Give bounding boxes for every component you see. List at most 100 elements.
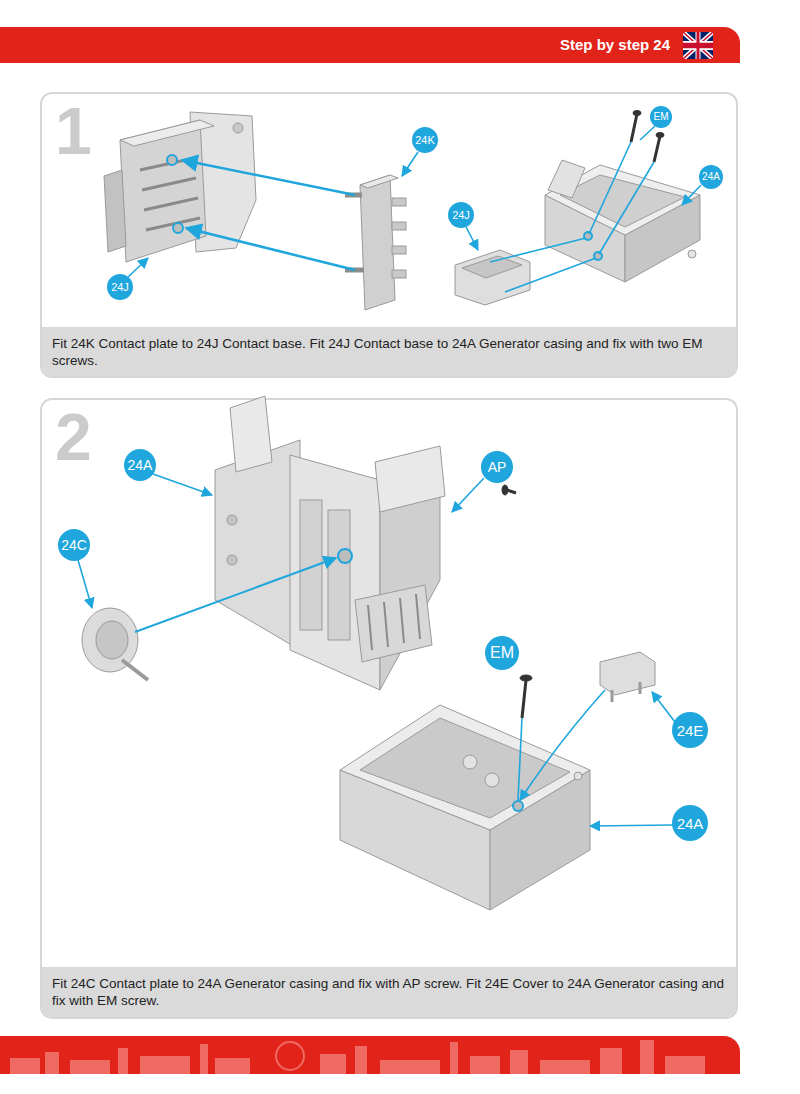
caption-text: Fit 24C Contact plate to 24A Generator c…: [52, 975, 726, 1009]
skyline: [640, 1040, 654, 1074]
skyline: [276, 1042, 304, 1070]
contact-plate-part: [392, 270, 406, 278]
leader-line: [78, 126, 701, 826]
skyline: [540, 1060, 590, 1074]
skyline: [0, 1036, 740, 1074]
callout-label: 24J: [448, 202, 474, 228]
callout-label: 24A: [124, 449, 156, 481]
uk-flag: [683, 32, 713, 59]
generator-casing-part: [230, 396, 272, 472]
callout-label: 24A: [672, 805, 708, 841]
callout-text: 24K: [415, 135, 435, 146]
generator-casing-part: [463, 755, 477, 769]
contact-plate-part: [360, 175, 395, 310]
callout-label: EM: [485, 636, 519, 670]
skyline: [470, 1056, 500, 1074]
skyline: [118, 1048, 128, 1074]
callout-text: EM: [490, 645, 514, 661]
skyline: [10, 1040, 705, 1074]
generator-casing-part: [227, 555, 237, 565]
contact-base-part: [167, 155, 177, 165]
leader-line: [452, 478, 484, 512]
callout-text: 24J: [111, 282, 129, 293]
contact-plate-part: [392, 222, 406, 230]
leader-line: [589, 142, 631, 234]
leader-line: [78, 560, 92, 608]
generator-casing-part: [215, 440, 300, 650]
screw: [502, 485, 532, 718]
cover-part: [600, 652, 655, 695]
skyline: [510, 1050, 528, 1074]
generator-casing-part: [513, 801, 523, 811]
leader-line: [135, 558, 336, 632]
generator-casing-part: [340, 705, 590, 910]
callout-label: 24E: [672, 712, 708, 748]
callout-text: 24J: [452, 210, 470, 221]
contact-base-small: [455, 250, 530, 305]
generator-casing-part: [215, 396, 445, 690]
caption-text: Fit 24K Contact plate to 24J Contact bas…: [52, 335, 726, 369]
leader-line: [490, 238, 586, 262]
leader-line: [186, 228, 355, 270]
skyline: [600, 1048, 622, 1074]
callout-label: 24C: [58, 529, 90, 561]
leader-line: [520, 690, 605, 800]
skyline: [200, 1044, 208, 1074]
skyline: [665, 1056, 705, 1074]
callout-text: 24A: [702, 172, 720, 182]
contact-plate-part: [122, 660, 148, 680]
generator-casing-part: [360, 718, 570, 818]
generator-casing-part: [548, 160, 585, 198]
caption-band: Fit 24C Contact plate to 24A Generator c…: [42, 967, 736, 1017]
uk-flag: [683, 32, 713, 59]
contact-plate-part: [360, 175, 398, 188]
skyline: [320, 1054, 346, 1074]
screw: [631, 114, 637, 142]
skyline: [45, 1052, 59, 1074]
leader-line: [590, 825, 673, 826]
screw: [522, 680, 526, 718]
generator-casing-part: [545, 160, 700, 282]
callout-text: 24E: [677, 723, 704, 738]
contact-base-part: [233, 123, 243, 133]
contact-base-small: [455, 250, 530, 305]
screw: [502, 485, 508, 495]
page-title: Step by step 24: [560, 36, 670, 54]
footer-band: [0, 1036, 740, 1074]
generator-casing-part: [485, 773, 499, 787]
callout-text: 24A: [128, 458, 153, 472]
leader-line: [153, 474, 212, 495]
generator-casing-part: [338, 549, 352, 563]
contact-plate-part: [96, 621, 128, 659]
cover-part: [600, 652, 655, 702]
leader-line: [640, 126, 655, 140]
leader-line: [682, 185, 701, 205]
callout-label: 24A: [699, 165, 723, 189]
skyline: [215, 1058, 250, 1074]
contact-base-part: [140, 158, 200, 230]
skyline: [450, 1042, 458, 1074]
step-number: 1: [55, 98, 92, 164]
leader-line: [652, 692, 675, 722]
leader-line: [466, 227, 478, 250]
contact-base-part: [173, 223, 183, 233]
screw: [654, 136, 660, 162]
uk-flag: [683, 32, 713, 59]
step-number: 2: [55, 404, 92, 470]
cover-part: [611, 690, 614, 702]
generator-casing-part: [227, 515, 237, 525]
uk-flag: [683, 32, 713, 59]
uk-flag: [683, 32, 713, 59]
callout-text: 24C: [61, 538, 87, 552]
contact-plate-part: [82, 608, 148, 680]
leader-line: [402, 152, 418, 176]
generator-casing-part: [340, 705, 590, 830]
leader-line: [518, 718, 522, 800]
generator-casing-part: [375, 446, 445, 512]
cover-part: [639, 682, 642, 694]
callout-text: 24A: [677, 816, 704, 831]
contact-plate-part: [392, 246, 406, 254]
skyline: [10, 1058, 40, 1074]
